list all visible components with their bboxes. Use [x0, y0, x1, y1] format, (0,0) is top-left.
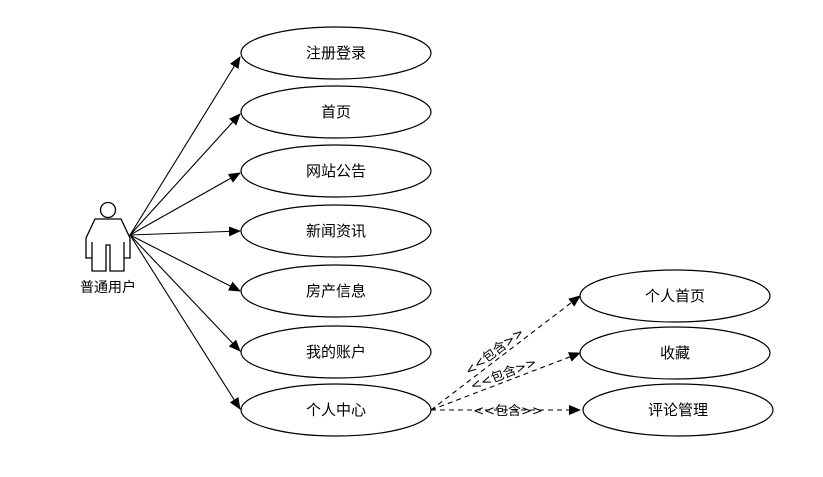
use-case-personal-home[interactable]: 个人首页	[579, 269, 771, 323]
use-case-label: 注册登录	[306, 44, 366, 62]
associations	[129, 56, 241, 410]
association-news	[129, 226, 241, 237]
use-case-my-account[interactable]: 我的账户	[240, 325, 432, 379]
use-case-site-announcement[interactable]: 网站公告	[240, 144, 432, 198]
use-case-home[interactable]: 首页	[240, 85, 432, 139]
use-case-label: 房产信息	[306, 282, 366, 300]
use-case-property-info[interactable]: 房产信息	[240, 264, 432, 318]
include-stereotype-comment-management: <<包含>>	[473, 403, 543, 419]
use-case-comment-management[interactable]: 评论管理	[582, 383, 774, 437]
association-register-login	[129, 56, 241, 236]
stick-figure-icon	[85, 201, 131, 272]
actor-label: 普通用户	[80, 279, 136, 296]
include-relations	[430, 295, 581, 415]
association-my-account	[129, 234, 241, 352]
use-case-news[interactable]: 新闻资讯	[240, 204, 432, 258]
include-line-personal-home	[430, 295, 581, 411]
association-site-announcement	[129, 172, 241, 236]
use-case-label: 个人首页	[645, 287, 705, 305]
use-case-label: 网站公告	[306, 162, 366, 180]
use-case-label: 收藏	[660, 344, 690, 362]
use-case-label: 评论管理	[648, 401, 708, 419]
use-case-label: 我的账户	[306, 343, 366, 361]
association-personal-center	[129, 234, 241, 410]
use-case-label: 新闻资讯	[306, 222, 366, 240]
use-case-register-login[interactable]: 注册登录	[240, 26, 432, 80]
actor[interactable]: 普通用户	[80, 201, 136, 297]
use-case-personal-center[interactable]: 个人中心	[240, 383, 432, 437]
use-case-label: 个人中心	[306, 401, 366, 419]
use-case-favorites[interactable]: 收藏	[579, 326, 771, 380]
association-property-info	[129, 234, 241, 292]
use-case-label: 首页	[321, 103, 351, 121]
association-home	[129, 113, 241, 236]
